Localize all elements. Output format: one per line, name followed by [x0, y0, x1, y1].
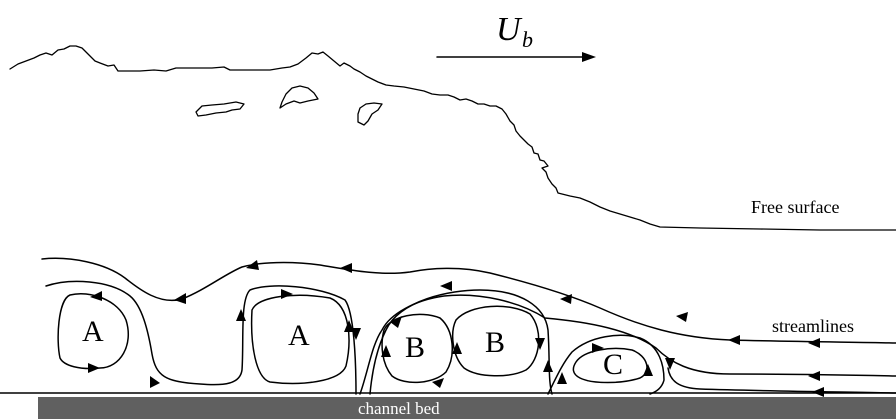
flow-arrowhead	[246, 260, 259, 270]
flow-arrowhead	[90, 291, 102, 301]
flow-arrowhead	[560, 294, 572, 304]
flow-arrowhead	[808, 338, 820, 348]
free-surface-label: Free surface	[751, 197, 839, 217]
flow-arrowhead	[381, 345, 391, 357]
flow-arrowhead	[676, 312, 688, 322]
vortex-label: B	[405, 331, 425, 364]
flow-arrowhead	[390, 316, 402, 328]
flow-arrowhead	[88, 363, 100, 373]
flow-arrowhead	[728, 335, 740, 345]
flow-arrowhead	[344, 320, 354, 332]
vortex-label: A	[288, 319, 310, 352]
flow-arrowhead	[592, 343, 604, 353]
flow-arrowhead	[150, 376, 160, 388]
flow-arrowhead	[440, 281, 452, 291]
streamline	[359, 294, 896, 395]
velocity-subscript: b	[522, 27, 533, 52]
vortex-label: C	[603, 348, 623, 381]
vortex-c	[572, 347, 648, 384]
streamline	[547, 334, 665, 395]
free-surface-line	[9, 45, 896, 231]
streamlines-label: streamlines	[772, 316, 854, 336]
flow-arrowhead	[643, 364, 653, 376]
channel-bed-label: channel bed	[358, 399, 440, 418]
flow-arrowhead	[432, 378, 444, 388]
bubble-blob	[357, 102, 383, 126]
streamline	[45, 280, 357, 395]
flow-arrowhead	[452, 342, 462, 354]
flow-arrowhead	[174, 293, 186, 304]
flow-arrowhead	[557, 372, 567, 384]
velocity-indicator: U b	[436, 11, 596, 62]
flow-arrowhead	[340, 263, 352, 273]
vortex-b-left	[381, 313, 453, 384]
flow-arrowhead	[281, 289, 293, 299]
streamline	[369, 289, 553, 395]
vortex-label: B	[485, 326, 505, 359]
vortex-label: A	[82, 315, 104, 348]
velocity-symbol: U	[496, 11, 523, 48]
bubble-blob	[279, 85, 319, 109]
flow-arrowhead	[543, 360, 553, 372]
vortex-a-left	[57, 293, 129, 370]
streamline	[41, 257, 896, 344]
flow-arrowhead	[665, 358, 675, 370]
flow-arrowhead	[808, 371, 820, 381]
flow-arrowhead	[812, 387, 824, 397]
vortex-a-middle	[250, 294, 350, 385]
vortex-b-right	[451, 305, 540, 377]
flow-arrowhead	[236, 309, 246, 321]
flow-arrowhead	[535, 338, 545, 350]
velocity-arrow-head	[582, 52, 596, 62]
channel-bed	[38, 397, 896, 419]
bubble-blob	[195, 101, 245, 117]
streamlines-group	[41, 257, 896, 397]
